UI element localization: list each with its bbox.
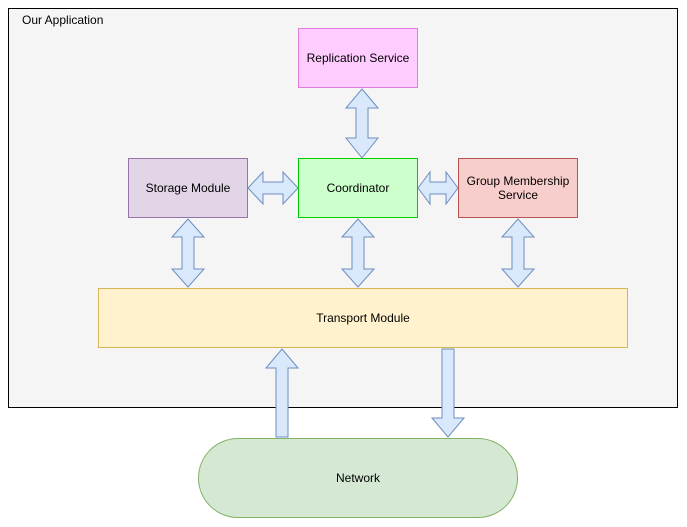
replication-service-node: Replication Service	[298, 28, 418, 88]
arrow-storage-coordinator	[247, 170, 299, 206]
group-membership-service-label: Group Membership Service	[466, 174, 570, 202]
arrow-coordinator-transport	[340, 218, 376, 288]
application-label: Our Application	[22, 13, 104, 27]
network-label: Network	[335, 471, 380, 485]
arrow-coordinator-replication	[344, 88, 380, 159]
storage-module-label: Storage Module	[145, 181, 231, 195]
network-node: Network	[198, 438, 518, 518]
arrow-network-to-transport	[264, 348, 300, 438]
transport-module-node: Transport Module	[98, 288, 628, 348]
coordinator-label: Coordinator	[326, 181, 390, 195]
replication-service-label: Replication Service	[306, 51, 410, 65]
arrow-coordinator-gms	[417, 170, 459, 206]
storage-module-node: Storage Module	[128, 158, 248, 218]
group-membership-service-node: Group Membership Service	[458, 158, 578, 218]
arrow-storage-transport	[170, 218, 206, 288]
arrow-transport-to-network	[430, 348, 466, 438]
arrow-gms-transport	[500, 218, 536, 288]
coordinator-node: Coordinator	[298, 158, 418, 218]
transport-module-label: Transport Module	[316, 311, 410, 325]
